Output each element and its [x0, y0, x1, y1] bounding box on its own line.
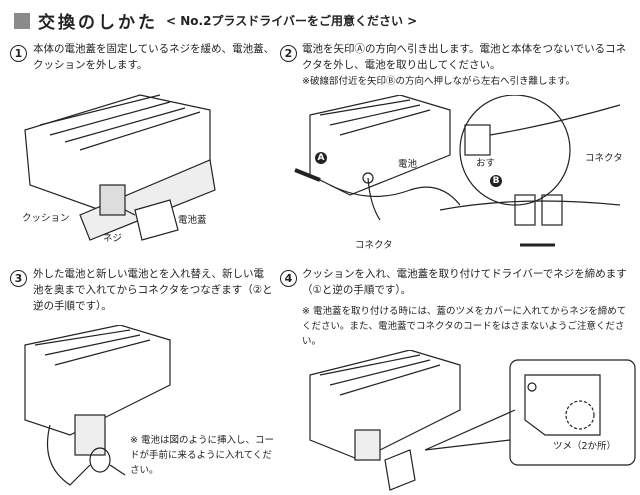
step-2-text: 電池を矢印Ⓐの方向へ引き出します。電池と本体をつないでいるコネクタを外し、電池を…: [302, 43, 627, 71]
step-3-text: 外した電池と新しい電池とを入れ替え、新しい電池を奥まで入れてからコネクタをつなぎ…: [33, 268, 273, 312]
step-2-number: 2: [280, 45, 297, 62]
step-1-text: 本体の電池蓋を固定しているネジを緩め、電池蓋、クッションを外します。: [33, 43, 275, 71]
step-4-note: ※ 電池蓋を取り付ける時には、蓋のツメをカバーに入れてからネジを締めてください。…: [302, 306, 627, 347]
step-4-illustration: [309, 350, 636, 491]
label-cushion: クッション: [22, 213, 70, 224]
step-3-number: 3: [10, 270, 27, 287]
title-main: 交換のしかた: [38, 13, 158, 33]
arrow-b-badge: B: [490, 175, 502, 187]
step-2-note: ※破線部付近を矢印Ⓑの方向へ押しながら左右へ引き離します。: [302, 76, 576, 87]
step-4-text: クッションを入れ、電池蓋を取り付けてドライバーでネジを締めます（①と逆の手順です…: [302, 268, 627, 296]
label-connector-2: コネクタ: [585, 153, 623, 164]
label-male: おす: [476, 158, 496, 169]
step-1-number: 1: [10, 45, 27, 62]
step-1-illustration: [24, 94, 216, 241]
title-sub: < No.2プラスドライバーをご用意ください >: [166, 14, 418, 28]
label-connector: コネクタ: [355, 240, 393, 251]
step-2-illustration: [294, 95, 621, 247]
label-battery: 電池: [398, 159, 418, 170]
section-title: 交換のしかた < No.2プラスドライバーをご用意ください >: [14, 8, 417, 33]
step-3-note: ※ 電池は図のように挿入し、コードが手前に来るように入れてください。: [130, 435, 274, 476]
label-screw: ネジ: [103, 233, 123, 244]
label-tabs: ツメ（2か所）: [553, 441, 617, 452]
label-cover: 電池蓋: [178, 215, 207, 226]
step-3-illustration: [24, 325, 171, 486]
step-4-number: 4: [280, 270, 297, 287]
title-square-icon: [14, 12, 30, 29]
arrow-a-badge: A: [315, 152, 327, 164]
